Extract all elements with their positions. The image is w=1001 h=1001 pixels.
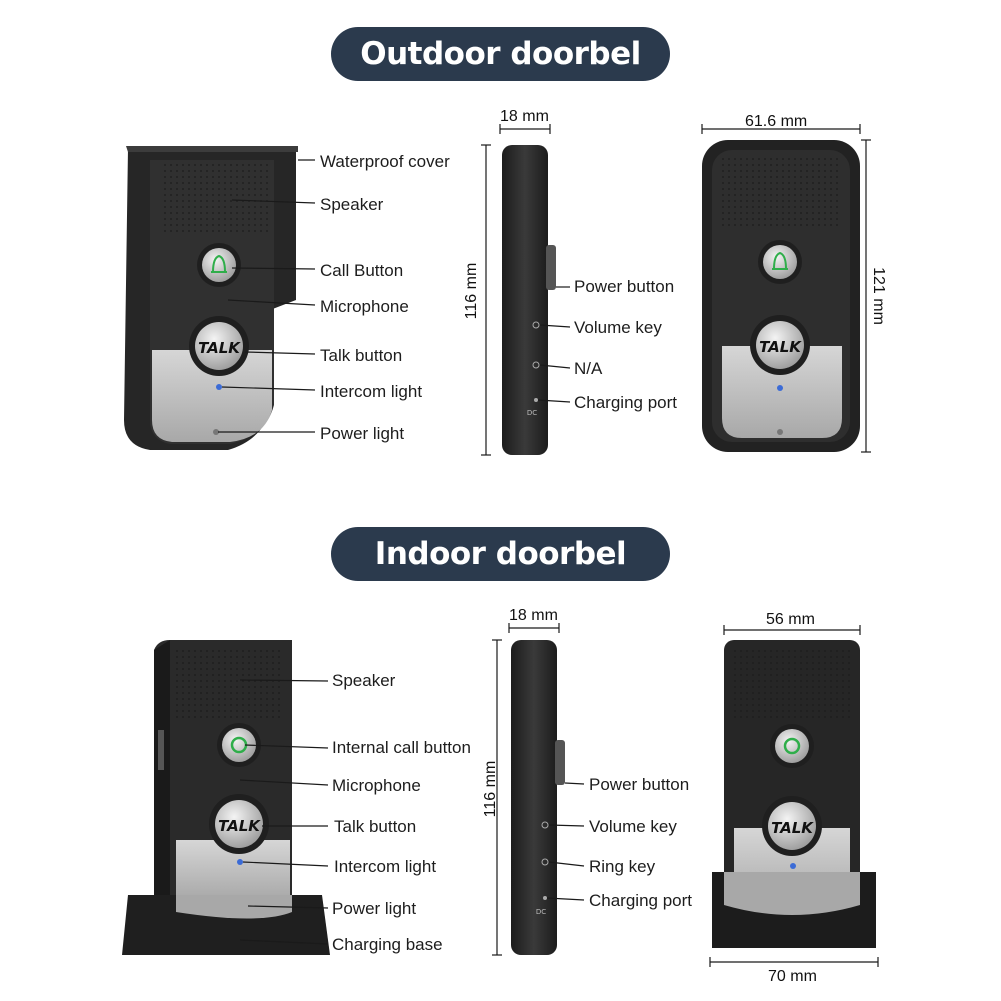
phone-icon-flat (783, 737, 801, 755)
internal-call-button[interactable] (222, 728, 256, 762)
label-call-button: Call Button (320, 261, 404, 280)
talk-button-indoor[interactable] (215, 800, 263, 848)
label-charging-base: Charging base (332, 935, 443, 954)
label-intercom-light: Intercom light (320, 382, 423, 401)
intercom-light (216, 384, 222, 390)
label-talk-button: Talk button (320, 346, 403, 365)
power-switch-indoor[interactable] (555, 740, 565, 785)
indoor-title: Indoor doorbel (331, 527, 670, 581)
na-key (532, 361, 540, 369)
label-indoor-volume-key: Volume key (589, 817, 677, 836)
talk-button-flat[interactable] (756, 321, 804, 369)
label-microphone: Microphone (320, 297, 409, 316)
label-indoor-charging-port: Charging port (589, 891, 693, 910)
dim-outdoor-side-width: 18 mm (500, 108, 549, 125)
dc-text-indoor: DC (536, 908, 546, 916)
talk-text-flat: TALK (759, 338, 802, 356)
call-button-flat[interactable] (763, 245, 797, 279)
label-waterproof-cover: Waterproof cover (320, 152, 450, 171)
label-indoor-talk-button: Talk button (334, 817, 417, 836)
call-button[interactable] (202, 248, 236, 282)
dim-outdoor-front-height: 121 mm (870, 267, 887, 325)
label-charging-port: Charging port (574, 393, 678, 412)
indoor-front-flat-device: TALK (712, 640, 876, 948)
label-speaker: Speaker (320, 195, 384, 214)
dim-indoor-side-height: 116 mm (482, 760, 499, 818)
label-ring-key: Ring key (589, 857, 656, 876)
outdoor-side-device: DC (502, 145, 556, 455)
label-power-button: Power button (574, 277, 675, 296)
dim-indoor-base-width: 70 mm (768, 968, 817, 985)
label-internal-call-button: Internal call button (332, 738, 471, 757)
label-na: N/A (574, 359, 603, 378)
outdoor-front-leaders (218, 159, 316, 433)
charging-port (534, 398, 538, 402)
talk-button[interactable] (195, 322, 243, 370)
label-power-light: Power light (320, 424, 405, 443)
outdoor-front-device: TALK (124, 146, 298, 450)
indoor-front-leaders (239, 679, 329, 945)
outdoor-side-dims (481, 124, 551, 456)
volume-key-indoor[interactable] (541, 821, 549, 829)
label-indoor-intercom-light: Intercom light (334, 857, 437, 876)
dim-indoor-side-width: 18 mm (509, 607, 558, 624)
dim-outdoor-front-width: 61.6 mm (745, 113, 808, 130)
outdoor-front-flat-device: TALK (702, 140, 860, 452)
label-indoor-power-button: Power button (589, 775, 690, 794)
talk-text-indoor-flat: TALK (771, 819, 814, 837)
label-indoor-power-light: Power light (332, 899, 417, 918)
indoor-front-dims (709, 625, 879, 967)
outdoor-side-leaders (537, 286, 571, 403)
dc-text: DC (527, 409, 537, 417)
label-volume-key: Volume key (574, 318, 662, 337)
indoor-side-dims (492, 623, 560, 956)
indoor-side-device: DC (511, 640, 565, 955)
power-light (213, 429, 219, 435)
speaker-grille (160, 164, 268, 234)
bell-icon-flat (772, 251, 788, 270)
ring-key[interactable] (541, 858, 549, 866)
indoor-front-device: TALK (122, 640, 330, 955)
talk-text: TALK (198, 339, 241, 357)
dim-indoor-front-width: 56 mm (766, 611, 815, 628)
volume-key[interactable] (532, 321, 540, 329)
bell-icon (211, 254, 227, 273)
label-indoor-speaker: Speaker (332, 671, 396, 690)
label-indoor-microphone: Microphone (332, 776, 421, 795)
dim-outdoor-side-height: 116 mm (463, 262, 480, 320)
power-switch[interactable] (546, 245, 556, 290)
indoor-side-leaders (546, 782, 585, 901)
talk-text-indoor: TALK (218, 817, 261, 835)
outdoor-title: Outdoor doorbel (331, 27, 670, 81)
outdoor-front-dims (701, 124, 871, 453)
